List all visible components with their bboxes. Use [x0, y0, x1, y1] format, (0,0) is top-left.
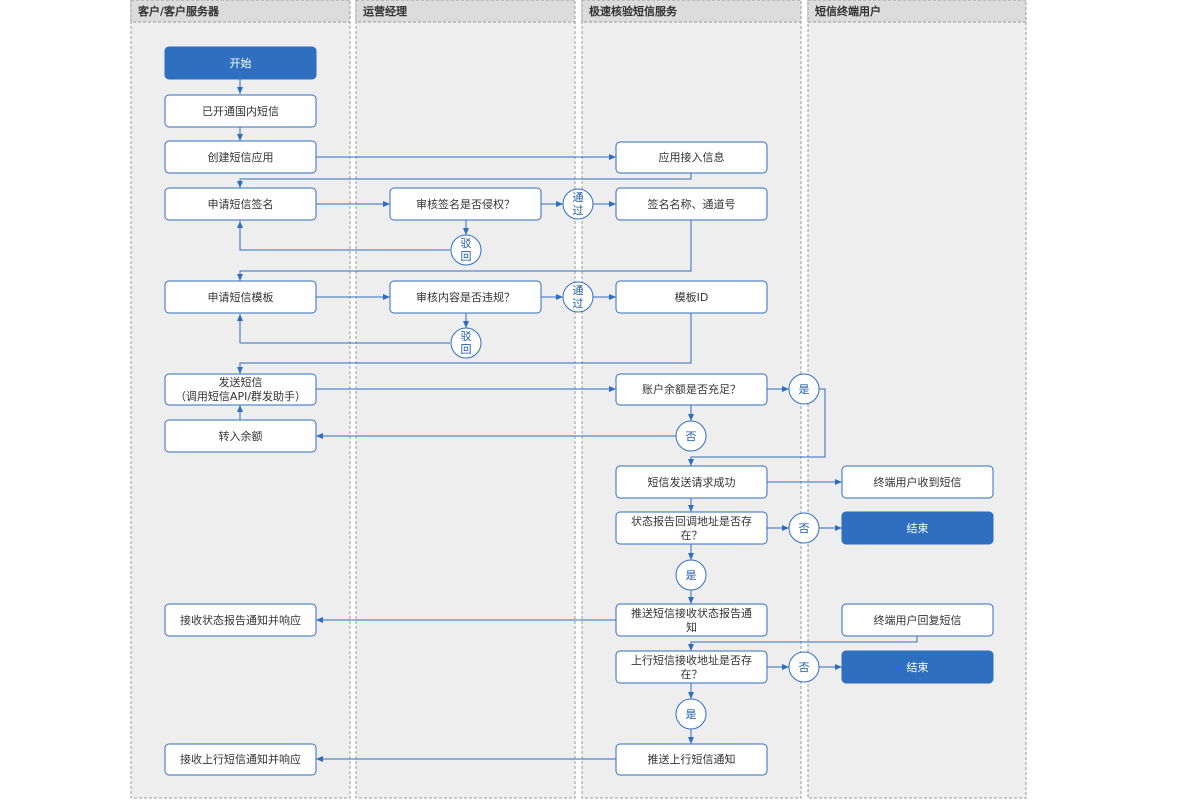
node-app-access-info-label: 应用接入信息 [659, 150, 725, 164]
decision-template-reject-label-2: 回 [461, 343, 472, 356]
node-opened-sms-label: 已开通国内短信 [202, 104, 279, 118]
node-user-reply-label: 终端用户回复短信 [874, 613, 962, 627]
decision-status-no[interactable]: 否 [788, 512, 820, 544]
node-create-app[interactable]: 创建短信应用 [164, 140, 317, 174]
decision-balance-no[interactable]: 否 [675, 420, 707, 452]
node-end-2[interactable]: 结束 [841, 650, 994, 684]
decision-template-pass-label-2: 过 [573, 297, 584, 310]
lane-header-end-user [807, 0, 1027, 23]
decision-balance-yes-label: 是 [799, 383, 810, 396]
node-recv-uplink-label: 接收上行短信通知并响应 [180, 752, 301, 766]
lane-header-operations [355, 0, 576, 23]
node-send-sms-label-line1: 发送短信 [219, 375, 263, 389]
node-review-signature-label: 审核签名是否侵权？ [416, 197, 515, 211]
lane-title-customer: 客户/客户服务器 [137, 4, 220, 18]
decision-template-pass[interactable]: 通 过 [562, 281, 594, 313]
decision-template-reject-label-1: 驳 [461, 330, 472, 343]
decision-signature-reject-label-2: 回 [461, 250, 472, 263]
connectors [237, 79, 918, 762]
decision-signature-pass-label-2: 过 [573, 204, 584, 217]
node-push-status-label-line2: 知 [686, 620, 697, 634]
edge-appinfo-applysig [237, 173, 692, 188]
node-review-signature[interactable]: 审核签名是否侵权？ [389, 187, 542, 221]
node-end-1-label: 结束 [907, 522, 929, 535]
node-push-uplink[interactable]: 推送上行短信通知 [615, 743, 768, 776]
edge-name-applytpl [237, 220, 692, 281]
decision-signature-pass[interactable]: 通 过 [562, 188, 594, 220]
node-create-app-label: 创建短信应用 [208, 150, 274, 164]
node-opened-sms[interactable]: 已开通国内短信 [164, 94, 317, 128]
node-recv-status-report[interactable]: 接收状态报告通知并响应 [164, 603, 317, 637]
edge-reply-uplink [688, 636, 918, 651]
decision-uplink-yes-label: 是 [686, 708, 697, 721]
lane-header-sms-service [581, 0, 802, 23]
decision-circles: 通 过 驳 回 通 过 驳 回 是 否 否 [450, 188, 820, 730]
node-status-callback[interactable]: 状态报告回调地址是否存 在？ [615, 511, 768, 545]
edge-tplreject-back [237, 314, 450, 344]
decision-template-pass-label-1: 通 [573, 284, 584, 297]
node-transfer-balance[interactable]: 转入余额 [164, 419, 317, 453]
node-app-access-info[interactable]: 应用接入信息 [615, 141, 768, 174]
node-status-callback-label-line2: 在？ [681, 529, 703, 542]
node-apply-signature-label: 申请短信签名 [208, 197, 274, 211]
node-recv-uplink[interactable]: 接收上行短信通知并响应 [164, 743, 317, 776]
node-template-id-label: 模板ID [675, 290, 709, 304]
node-review-template[interactable]: 审核内容是否违规？ [389, 280, 542, 314]
decision-signature-reject-label-1: 驳 [461, 237, 472, 250]
node-signature-name-channel[interactable]: 签名名称、通道号 [615, 187, 768, 221]
node-uplink-addr-label-line1: 上行短信接收地址是否存 [631, 653, 752, 667]
node-user-receive[interactable]: 终端用户收到短信 [841, 465, 994, 499]
edge-sigreject-back [237, 221, 450, 251]
node-user-reply[interactable]: 终端用户回复短信 [841, 603, 994, 637]
node-send-sms-label-line2: （调用短信API/群发助手） [175, 389, 306, 403]
node-uplink-addr[interactable]: 上行短信接收地址是否存 在？ [615, 650, 768, 684]
decision-status-yes-label: 是 [686, 569, 697, 582]
node-transfer-balance-label: 转入余额 [219, 429, 263, 443]
node-signature-name-channel-label: 签名名称、通道号 [648, 197, 736, 211]
node-uplink-addr-label-line2: 在？ [681, 668, 703, 681]
node-start[interactable]: 开始 [164, 46, 317, 80]
nodes: 开始 已开通国内短信 创建短信应用 应用接入信息 申请短信签名 审核签名是否侵权… [164, 46, 994, 776]
node-status-callback-label-line1: 状态报告回调地址是否存 [631, 514, 752, 528]
lane-operations [355, 0, 576, 799]
node-send-success[interactable]: 短信发送请求成功 [615, 465, 768, 499]
node-end-1[interactable]: 结束 [841, 511, 994, 545]
node-push-status-label-line1: 推送短信接收状态报告通 [631, 606, 752, 620]
node-push-status[interactable]: 推送短信接收状态报告通 知 [615, 603, 768, 637]
decision-uplink-no[interactable]: 否 [788, 651, 820, 683]
decision-signature-reject[interactable]: 驳 回 [450, 234, 482, 266]
decision-uplink-no-label: 否 [799, 661, 810, 674]
node-end-2-label: 结束 [907, 661, 929, 674]
node-recv-status-report-label: 接收状态报告通知并响应 [180, 613, 301, 627]
node-apply-signature[interactable]: 申请短信签名 [164, 187, 317, 221]
decision-balance-no-label: 否 [686, 430, 697, 443]
lane-header-customer [130, 0, 351, 23]
lane-title-end-user: 短信终端用户 [815, 4, 881, 18]
node-push-uplink-label: 推送上行短信通知 [648, 752, 736, 766]
decision-signature-pass-label-1: 通 [573, 191, 584, 204]
edge-id-send [237, 313, 692, 374]
node-start-label: 开始 [230, 56, 252, 70]
node-review-template-label: 审核内容是否违规？ [416, 290, 515, 304]
lane-title-operations: 运营经理 [363, 4, 407, 18]
node-template-id[interactable]: 模板ID [615, 280, 768, 314]
node-balance-check[interactable]: 账户余额是否充足？ [615, 373, 768, 406]
decision-status-no-label: 否 [799, 522, 810, 535]
edge-yes-success [688, 388, 826, 466]
node-balance-check-label: 账户余额是否充足？ [642, 382, 741, 396]
decision-balance-yes[interactable]: 是 [788, 373, 820, 405]
node-apply-template[interactable]: 申请短信模板 [164, 280, 317, 314]
decision-status-yes[interactable]: 是 [675, 559, 707, 591]
node-send-success-label: 短信发送请求成功 [648, 475, 736, 489]
node-send-sms[interactable]: 发送短信 （调用短信API/群发助手） [164, 373, 317, 406]
lane-title-sms-service: 极速核验短信服务 [589, 4, 678, 18]
node-user-receive-label: 终端用户收到短信 [874, 475, 962, 489]
decision-uplink-yes[interactable]: 是 [675, 698, 707, 730]
decision-template-reject[interactable]: 驳 回 [450, 327, 482, 359]
node-apply-template-label: 申请短信模板 [208, 290, 274, 304]
